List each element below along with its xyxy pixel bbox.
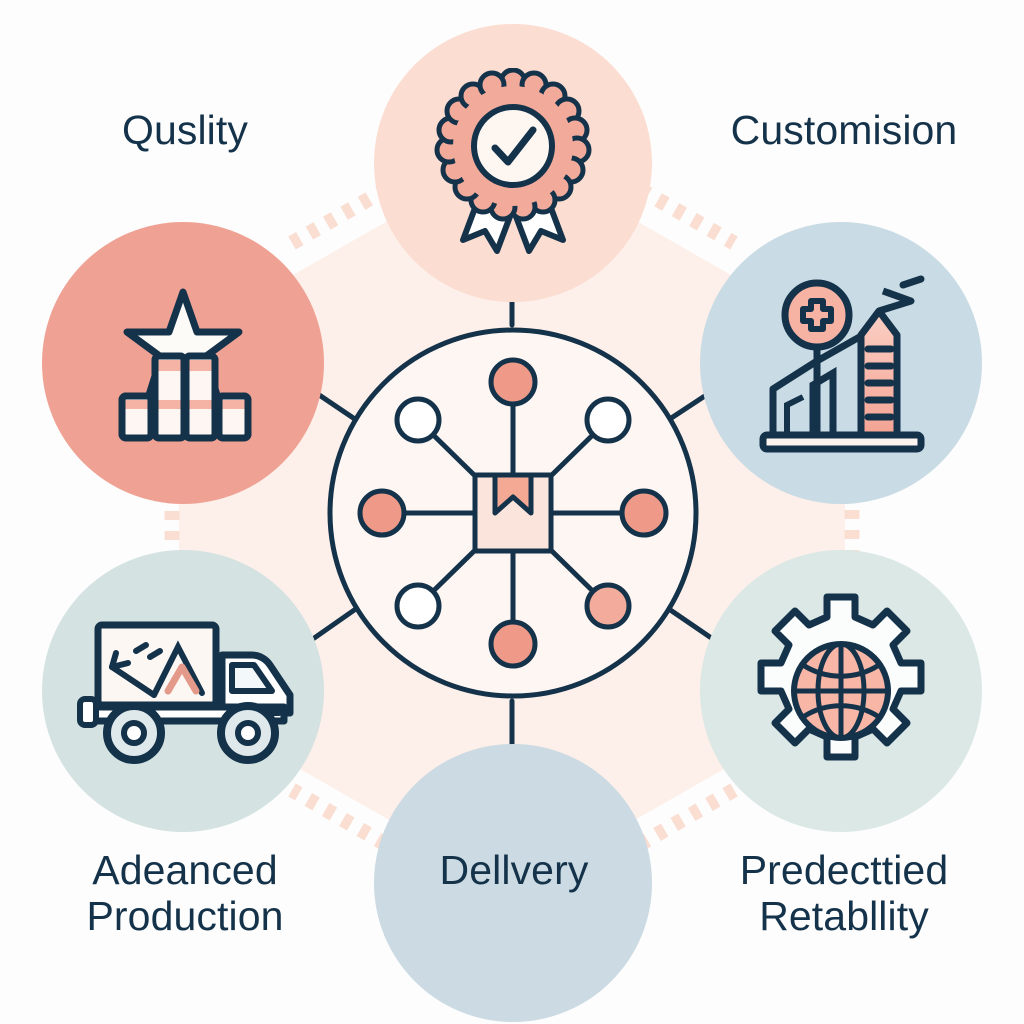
hub-package-ribbon <box>492 472 534 516</box>
node-circle-reliability[interactable] <box>700 550 982 832</box>
package-network-icon <box>327 327 699 699</box>
award-rosette-check-icon <box>434 68 592 254</box>
node-circle-production[interactable] <box>42 550 324 832</box>
node-circle-quality[interactable] <box>42 222 324 504</box>
hub-node-bottom <box>488 619 538 669</box>
gear-globe-icon <box>757 593 925 761</box>
node-circle-certification[interactable] <box>374 24 652 302</box>
hub-node-bottom-right <box>584 582 632 630</box>
hub-node-top <box>488 357 538 407</box>
node-circle-customisation[interactable] <box>700 222 982 504</box>
delivery-truck-icon <box>77 621 294 764</box>
hub-node-group <box>357 357 669 669</box>
node-circle-delivery[interactable] <box>374 744 652 1022</box>
star-podium-icon <box>118 288 252 442</box>
central-network-hub[interactable] <box>325 325 701 701</box>
hub-node-bottom-left <box>394 582 442 630</box>
factory-tower-icon <box>759 275 925 453</box>
hub-node-right <box>619 488 669 538</box>
hub-node-left <box>357 488 407 538</box>
hub-node-top-right <box>584 396 632 444</box>
hub-node-top-left <box>394 396 442 444</box>
